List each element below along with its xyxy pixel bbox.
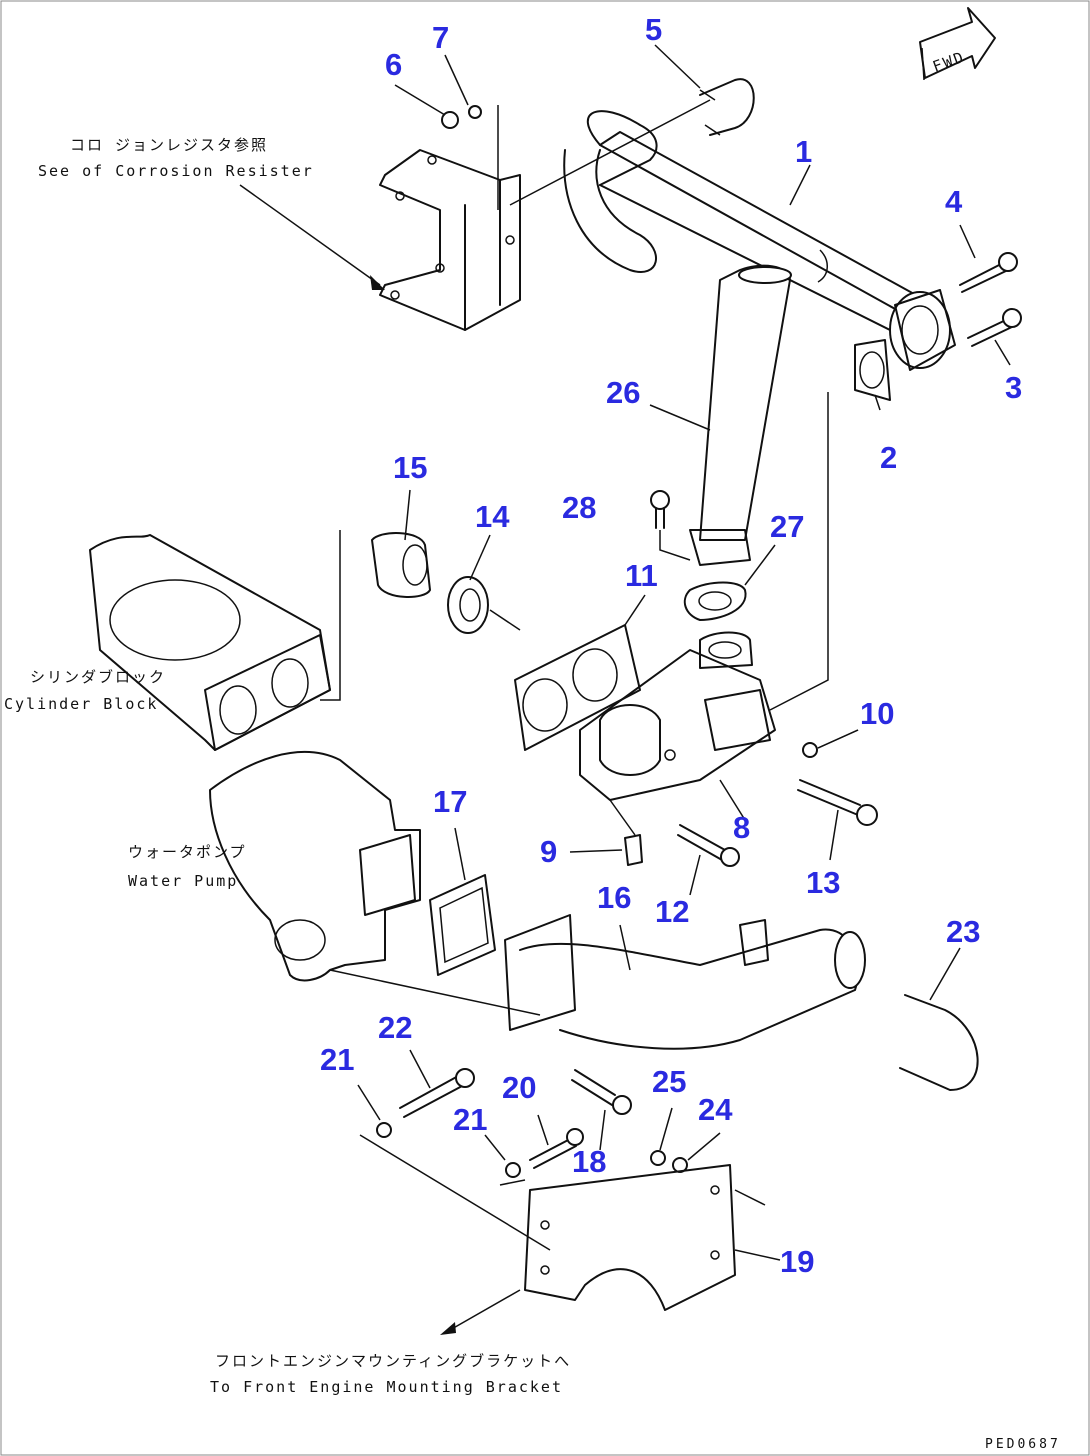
part-23-clamp (899, 994, 979, 1091)
part-9-cock (609, 799, 643, 866)
part-15-thermostat (371, 532, 431, 598)
part-21-washer-a (376, 1122, 392, 1138)
note-cylinder-en: Cylinder Block (4, 695, 158, 713)
callout-17: 17 (433, 784, 467, 819)
part-14-seal (447, 576, 521, 634)
callout-19: 19 (780, 1244, 814, 1279)
bracket-corrosion-resister (379, 99, 711, 331)
notes: コロ ジョンレジスタ参照 See of Corrosion Resister シ… (4, 136, 1061, 1452)
part-17-gasket (429, 874, 496, 976)
part-20-bolt (529, 1128, 584, 1169)
part-11-gasket (514, 624, 641, 751)
part-19-plate (359, 1134, 736, 1311)
callout-21-a: 21 (320, 1042, 354, 1077)
part-26-pipe (689, 264, 792, 566)
callout-27: 27 (770, 509, 804, 544)
part-13-bolt (797, 779, 878, 826)
part-7-washer (468, 105, 482, 119)
callout-1: 1 (795, 134, 812, 169)
part-3-bolt (967, 308, 1022, 347)
part-22-bolt (399, 1068, 475, 1118)
callout-4: 4 (945, 184, 963, 219)
part-6-nut (441, 111, 459, 129)
fwd-label: FWD (930, 48, 967, 76)
callout-11: 11 (625, 558, 658, 593)
callout-28: 28 (562, 490, 596, 525)
callout-12: 12 (655, 894, 689, 929)
cylinder-block (89, 530, 341, 751)
leader-corrosion (239, 184, 381, 286)
part-25-nut (650, 1150, 666, 1166)
part-12-bolt (677, 824, 740, 867)
callout-numbers: 1 2 3 4 5 6 7 8 9 10 11 12 13 14 15 16 1… (320, 12, 1022, 1279)
callout-16: 16 (597, 880, 631, 915)
arrowhead-bracket (440, 1322, 456, 1335)
part-2-gasket (769, 339, 891, 711)
callout-14: 14 (475, 499, 510, 534)
callout-8: 8 (733, 810, 750, 845)
leader-bracket (449, 1289, 521, 1331)
callout-25: 25 (652, 1064, 686, 1099)
note-corrosion-en: See of Corrosion Resister (38, 162, 314, 180)
arrowhead-corrosion (370, 275, 385, 290)
callout-3: 3 (1005, 370, 1022, 405)
part-1-water-tube (563, 110, 956, 371)
part-21-washer-b (505, 1162, 521, 1178)
callout-18: 18 (572, 1144, 606, 1179)
callout-5: 5 (645, 12, 662, 47)
callout-10: 10 (860, 696, 894, 731)
note-bracket-jp: フロントエンジンマウンティングブラケットへ (215, 1352, 571, 1370)
part-16-elbow-pipe (504, 914, 866, 1050)
callout-22: 22 (378, 1010, 412, 1045)
note-pump-jp: ウォータポンプ (128, 843, 247, 861)
note-cylinder-jp: シリンダブロック (30, 668, 166, 686)
callout-21-b: 21 (453, 1102, 487, 1137)
callout-2: 2 (880, 440, 897, 475)
note-corrosion-jp: コロ ジョンレジスタ参照 (70, 136, 268, 154)
fwd-arrow: FWD (919, 7, 996, 81)
part-5-clamp (699, 78, 755, 136)
part-18-bolt (571, 1069, 632, 1115)
callout-15: 15 (393, 450, 427, 485)
callout-7: 7 (432, 20, 449, 55)
callout-24: 24 (698, 1092, 733, 1127)
part-8-thermostat-housing (579, 631, 776, 801)
page-code: PED0687 (985, 1437, 1061, 1452)
note-bracket-en: To Front Engine Mounting Bracket (210, 1378, 563, 1396)
part-4-bolt (959, 252, 1018, 293)
water-pump (209, 751, 541, 1016)
callout-20: 20 (502, 1070, 536, 1105)
part-27-gasket (683, 581, 747, 621)
callout-23: 23 (946, 914, 980, 949)
callout-13: 13 (806, 865, 840, 900)
callout-leaders (357, 44, 1011, 1261)
note-pump-en: Water Pump (128, 872, 238, 890)
callout-9: 9 (540, 834, 557, 869)
part-28-bolt (650, 490, 691, 561)
callout-26: 26 (606, 375, 640, 410)
part-10-nut (802, 742, 818, 758)
callout-6: 6 (385, 47, 402, 82)
